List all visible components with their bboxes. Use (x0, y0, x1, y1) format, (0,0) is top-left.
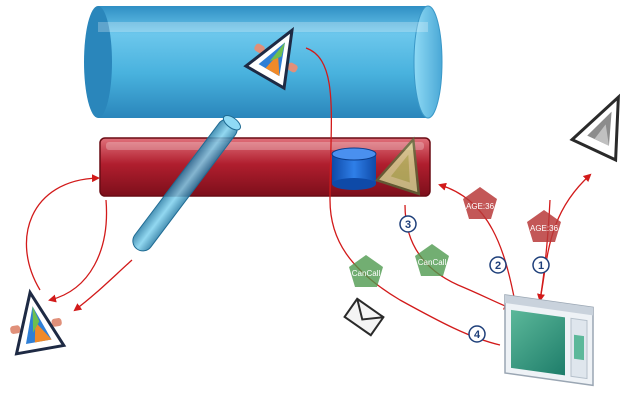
age-token-label: AGE:36 (466, 202, 495, 211)
cancall-token-icon: CanCall (415, 244, 449, 276)
service-bus-bar (99, 137, 431, 197)
channel-cylinder (84, 5, 443, 119)
step-number: 3 (405, 219, 411, 231)
service-agent-icon (10, 288, 67, 356)
step-number: 1 (538, 260, 544, 272)
envelope-icon (343, 297, 385, 337)
step-marker-2: 2 (489, 256, 507, 274)
cancall-token-icon: CanCall (349, 255, 383, 287)
cancall-token-label: CanCall (352, 269, 381, 278)
age-token-icon: AGE:36 (463, 187, 497, 219)
service-agent-icon (374, 136, 421, 196)
age-token-label: AGE:36 (530, 224, 559, 233)
step-number: 2 (495, 260, 501, 272)
step-marker-1: 1 (532, 256, 550, 274)
diagonal-tube (132, 114, 241, 252)
cancall-token-label: CanCall (418, 258, 447, 267)
service-agent-icon (569, 93, 621, 163)
database-icon (331, 147, 377, 190)
step-marker-4: 4 (468, 325, 486, 343)
service-agent-icon (243, 26, 298, 91)
client-window-icon (504, 294, 594, 387)
arrow-left-loop-up (25, 174, 100, 291)
arrow-step-2 (438, 182, 516, 303)
age-token-icon: AGE:36 (527, 210, 561, 242)
arrow-top-agent-to-envelope (305, 47, 501, 346)
step-number: 4 (474, 329, 481, 341)
arrow-left-loop-down (48, 199, 108, 303)
arrow-step-1b (537, 199, 551, 302)
step-marker-3: 3 (399, 215, 417, 233)
arrow-tube-to-left-agent (73, 259, 133, 312)
